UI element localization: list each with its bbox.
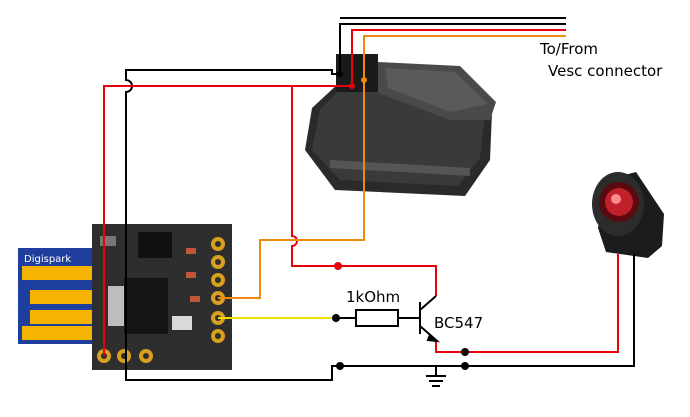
ground-symbol-icon	[426, 366, 446, 387]
junction-dot	[334, 262, 342, 270]
receiver-pin	[361, 77, 367, 83]
transistor-symbol	[419, 295, 441, 343]
signal-wire	[218, 35, 566, 299]
junction-dot	[461, 348, 469, 356]
power-to-transistor-wire	[291, 86, 437, 296]
resistor	[355, 309, 399, 327]
ground-wire	[125, 23, 566, 381]
board-rev-label: rev3	[10, 290, 18, 306]
usb-connector	[18, 248, 98, 344]
receiver-pin	[349, 83, 355, 89]
receiver-module-icon	[305, 54, 496, 196]
junction-dot	[332, 314, 340, 322]
vesc-connector-label: Vesc connector	[548, 62, 663, 80]
transistor-label: BC547	[434, 314, 483, 332]
transistor-to-buzzer-wire	[435, 254, 619, 353]
to-from-label: To/From	[539, 40, 598, 58]
buzzer-icon	[592, 172, 664, 258]
receiver-pin	[337, 71, 343, 77]
board-name-label: Digispark	[24, 254, 71, 265]
digispark-board	[92, 224, 232, 370]
junction-dot	[461, 362, 469, 370]
digispark-pin-header	[211, 237, 225, 343]
buzzer-ground-wire	[465, 254, 635, 367]
junction-dot	[336, 362, 344, 370]
resistor-label: 1kOhm	[346, 288, 400, 306]
